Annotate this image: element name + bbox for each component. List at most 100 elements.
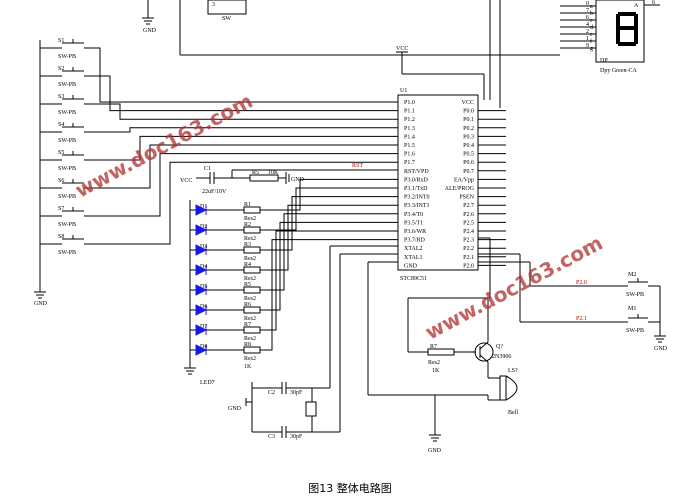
top-gnd-label: GND — [143, 28, 157, 34]
res-wire-to-mcu — [260, 230, 398, 331]
res-wire-to-mcu — [260, 196, 398, 251]
display-pin-number: 9 — [586, 43, 589, 49]
buzzer-circuit: R7 Res2 1K Q? 2N3906 LS? Bell — [407, 237, 518, 416]
switch-ref: S8 — [58, 234, 64, 240]
led-ref: D4 — [200, 264, 207, 270]
switch-ref: S4 — [58, 122, 64, 128]
res-wire-to-mcu — [260, 213, 398, 291]
reset-res-ref: R5 — [252, 170, 259, 176]
led-ref: D8 — [200, 344, 207, 350]
res-type: Res2 — [244, 336, 256, 342]
led-bottom-label: LED7 — [200, 380, 215, 386]
display-pin-number: 0 — [586, 1, 589, 7]
led-ref: D7 — [200, 324, 207, 330]
display-segment-label: b — [590, 11, 593, 17]
res-type: Res2 — [244, 236, 256, 242]
buzzer-res-ref: R7 — [430, 344, 437, 350]
led-gnd: LED7 — [184, 367, 215, 386]
display-pin-number: 7 — [586, 8, 589, 14]
switch-type: SW-PB — [58, 138, 76, 144]
mcu-vcc-label: VCC — [396, 46, 408, 52]
mcu-left-pin: P3.2/INT0 — [404, 195, 430, 201]
switch-ref: S5 — [58, 150, 64, 156]
buzzer-label: Bell — [508, 410, 518, 416]
crystal-c3-value: 30pF — [290, 434, 303, 440]
sw-box: 3 SW — [207, 0, 247, 22]
res-wire-to-mcu — [260, 239, 398, 351]
led-symbol — [195, 204, 208, 216]
key-m2-type: SW-PB — [626, 292, 644, 298]
res-wire-to-mcu — [260, 204, 398, 271]
res-ref: R3 — [244, 242, 251, 248]
mcu-right-pin: P0.1 — [463, 117, 474, 123]
mcu-left-pin: P3.1/TxD — [404, 186, 428, 192]
switch-type: SW-PB — [58, 110, 76, 116]
reset-circuit: VCC C1 22uF/10V R5 10K GND RST — [180, 163, 398, 195]
res-ref: R1 — [244, 202, 251, 208]
mcu-left-pin: P3.5/T1 — [404, 220, 423, 226]
mcu-left-pin: XTAL2 — [404, 246, 423, 252]
mcu-left-pin: P3.7/RD — [404, 238, 426, 244]
switch-wire-right — [84, 144, 398, 189]
res-wire-to-mcu — [260, 221, 398, 311]
mcu-right-pin: P2.4 — [463, 229, 474, 235]
sw-box-ref: 3 — [212, 2, 215, 8]
top-gnd-symbol: GND — [142, 0, 157, 34]
switch-s7: S7 SW-PB — [40, 153, 398, 228]
led-symbol — [195, 264, 208, 276]
switch-ref: S3 — [58, 94, 64, 100]
mcu-right-pin: P0.4 — [463, 143, 474, 149]
display-anode-pin: 6 — [652, 0, 655, 6]
bottom-gnd-label: GND — [428, 448, 442, 454]
display-pin-number: 2 — [586, 29, 589, 35]
display-segment-label: a — [590, 4, 593, 10]
switch-type: SW-PB — [58, 166, 76, 172]
crystal-c2-value: 30pF — [290, 390, 303, 396]
mcu-left-pin: P1.3 — [404, 126, 415, 132]
mcu-left-pin: P1.2 — [404, 117, 415, 123]
switch-type: SW-PB — [58, 250, 76, 256]
reset-res-value: 10K — [268, 170, 279, 176]
transistor-part: 2N3906 — [492, 354, 511, 360]
res-ref: R4 — [244, 262, 251, 268]
mcu-left-pin: P3.0/RxD — [404, 177, 429, 183]
watermark-right: www.doc163.com — [421, 231, 607, 345]
led-symbol — [195, 284, 208, 296]
res-ref: R8 — [244, 342, 251, 348]
key-m1-type: SW-PB — [626, 328, 644, 334]
mcu-left-pin: P1.4 — [404, 134, 415, 140]
transistor-ref: Q? — [496, 344, 503, 350]
mcu-left-pin: GND — [404, 263, 418, 269]
mcu-right-pin: P0.5 — [463, 152, 474, 158]
led-symbol — [195, 324, 208, 336]
switch-wire-right — [84, 47, 398, 103]
led-ref: D1 — [200, 204, 207, 210]
reset-cap-ref: C1 — [204, 166, 211, 172]
mcu-left-pin: P1.7 — [404, 160, 415, 166]
switch-ref: S7 — [58, 206, 64, 212]
switch-ref: S1 — [58, 38, 64, 44]
display-anode: A — [634, 3, 639, 9]
mcu-left-pin: P1.0 — [404, 100, 415, 106]
led-ref: D5 — [200, 284, 207, 290]
reset-gnd-label: GND — [291, 177, 305, 183]
mcu-right-pin: P0.7 — [463, 169, 474, 175]
rst-net-label: RST — [352, 163, 363, 169]
reset-vcc-label: VCC — [180, 178, 192, 184]
mcu-right-pin: EA/Vpp — [454, 177, 474, 183]
mcu-left-pin: P1.1 — [404, 109, 415, 115]
res-type: Res2 — [244, 256, 256, 262]
res-value: 1K — [244, 364, 252, 370]
res-wire-to-mcu — [260, 187, 398, 231]
res-ref: R7 — [244, 322, 251, 328]
led-symbol — [195, 344, 208, 356]
mcu-right-pin: P2.7 — [463, 203, 474, 209]
mcu-left-pin: RST/VPD — [404, 169, 429, 175]
display-segment-label: e — [590, 32, 593, 38]
